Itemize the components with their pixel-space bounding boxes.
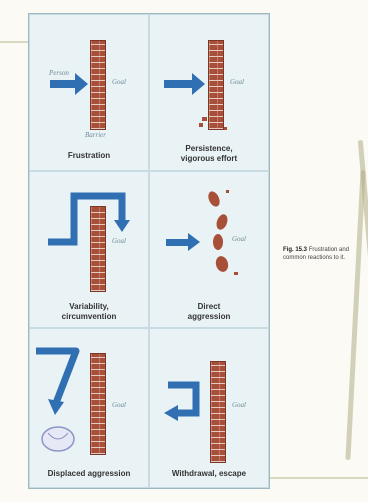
brick-wall-barrier (90, 40, 106, 130)
goal-label: Goal (112, 78, 126, 86)
goal-label: Goal (230, 78, 244, 86)
barrier-label: Barrier (85, 131, 106, 139)
brick-wall-barrier (90, 206, 106, 292)
deflected-arrow-icon (30, 329, 148, 487)
paper-edge-line-bottom (268, 477, 368, 479)
panel-displaced-aggression: Goal Displaced aggression (30, 329, 148, 487)
goal-label: Goal (112, 401, 126, 409)
brick-wall-barrier (90, 353, 106, 455)
panel-caption: Direct aggression (150, 302, 268, 322)
panel-direct-aggression: Goal Direct aggression (150, 172, 268, 327)
panel-frustration: Person Goal Barrier Frustration (30, 15, 148, 170)
person-label: Person (49, 69, 69, 77)
panel-persistence: Goal Persistence, vigorous effort (150, 15, 268, 170)
panel-caption: Frustration (30, 151, 148, 161)
decorative-vine-left (345, 170, 365, 460)
goal-label: Goal (232, 401, 246, 409)
panel-variability: Goal Variability, circumvention (30, 172, 148, 327)
panel-caption: Displaced aggression (30, 469, 148, 479)
blue-arrow-icon (30, 15, 148, 170)
panel-caption: Persistence, vigorous effort (150, 144, 268, 164)
reverse-arrow-icon (150, 329, 268, 487)
brick-wall-barrier (208, 40, 224, 130)
panel-withdrawal: Goal Withdrawal, escape (150, 329, 268, 487)
panel-caption: Variability, circumvention (30, 302, 148, 322)
figure-caption: Fig. 15.3 Frustration and common reactio… (283, 246, 353, 262)
figure-number: Fig. 15.3 (283, 247, 307, 253)
panel-caption: Withdrawal, escape (150, 469, 268, 479)
brick-wall-barrier (210, 361, 226, 463)
paper-edge-line-top (0, 41, 30, 43)
goal-label: Goal (112, 237, 126, 245)
reactions-diagram: Person Goal Barrier Frustration Goal Per… (28, 13, 270, 489)
goal-label: Goal (232, 235, 246, 243)
